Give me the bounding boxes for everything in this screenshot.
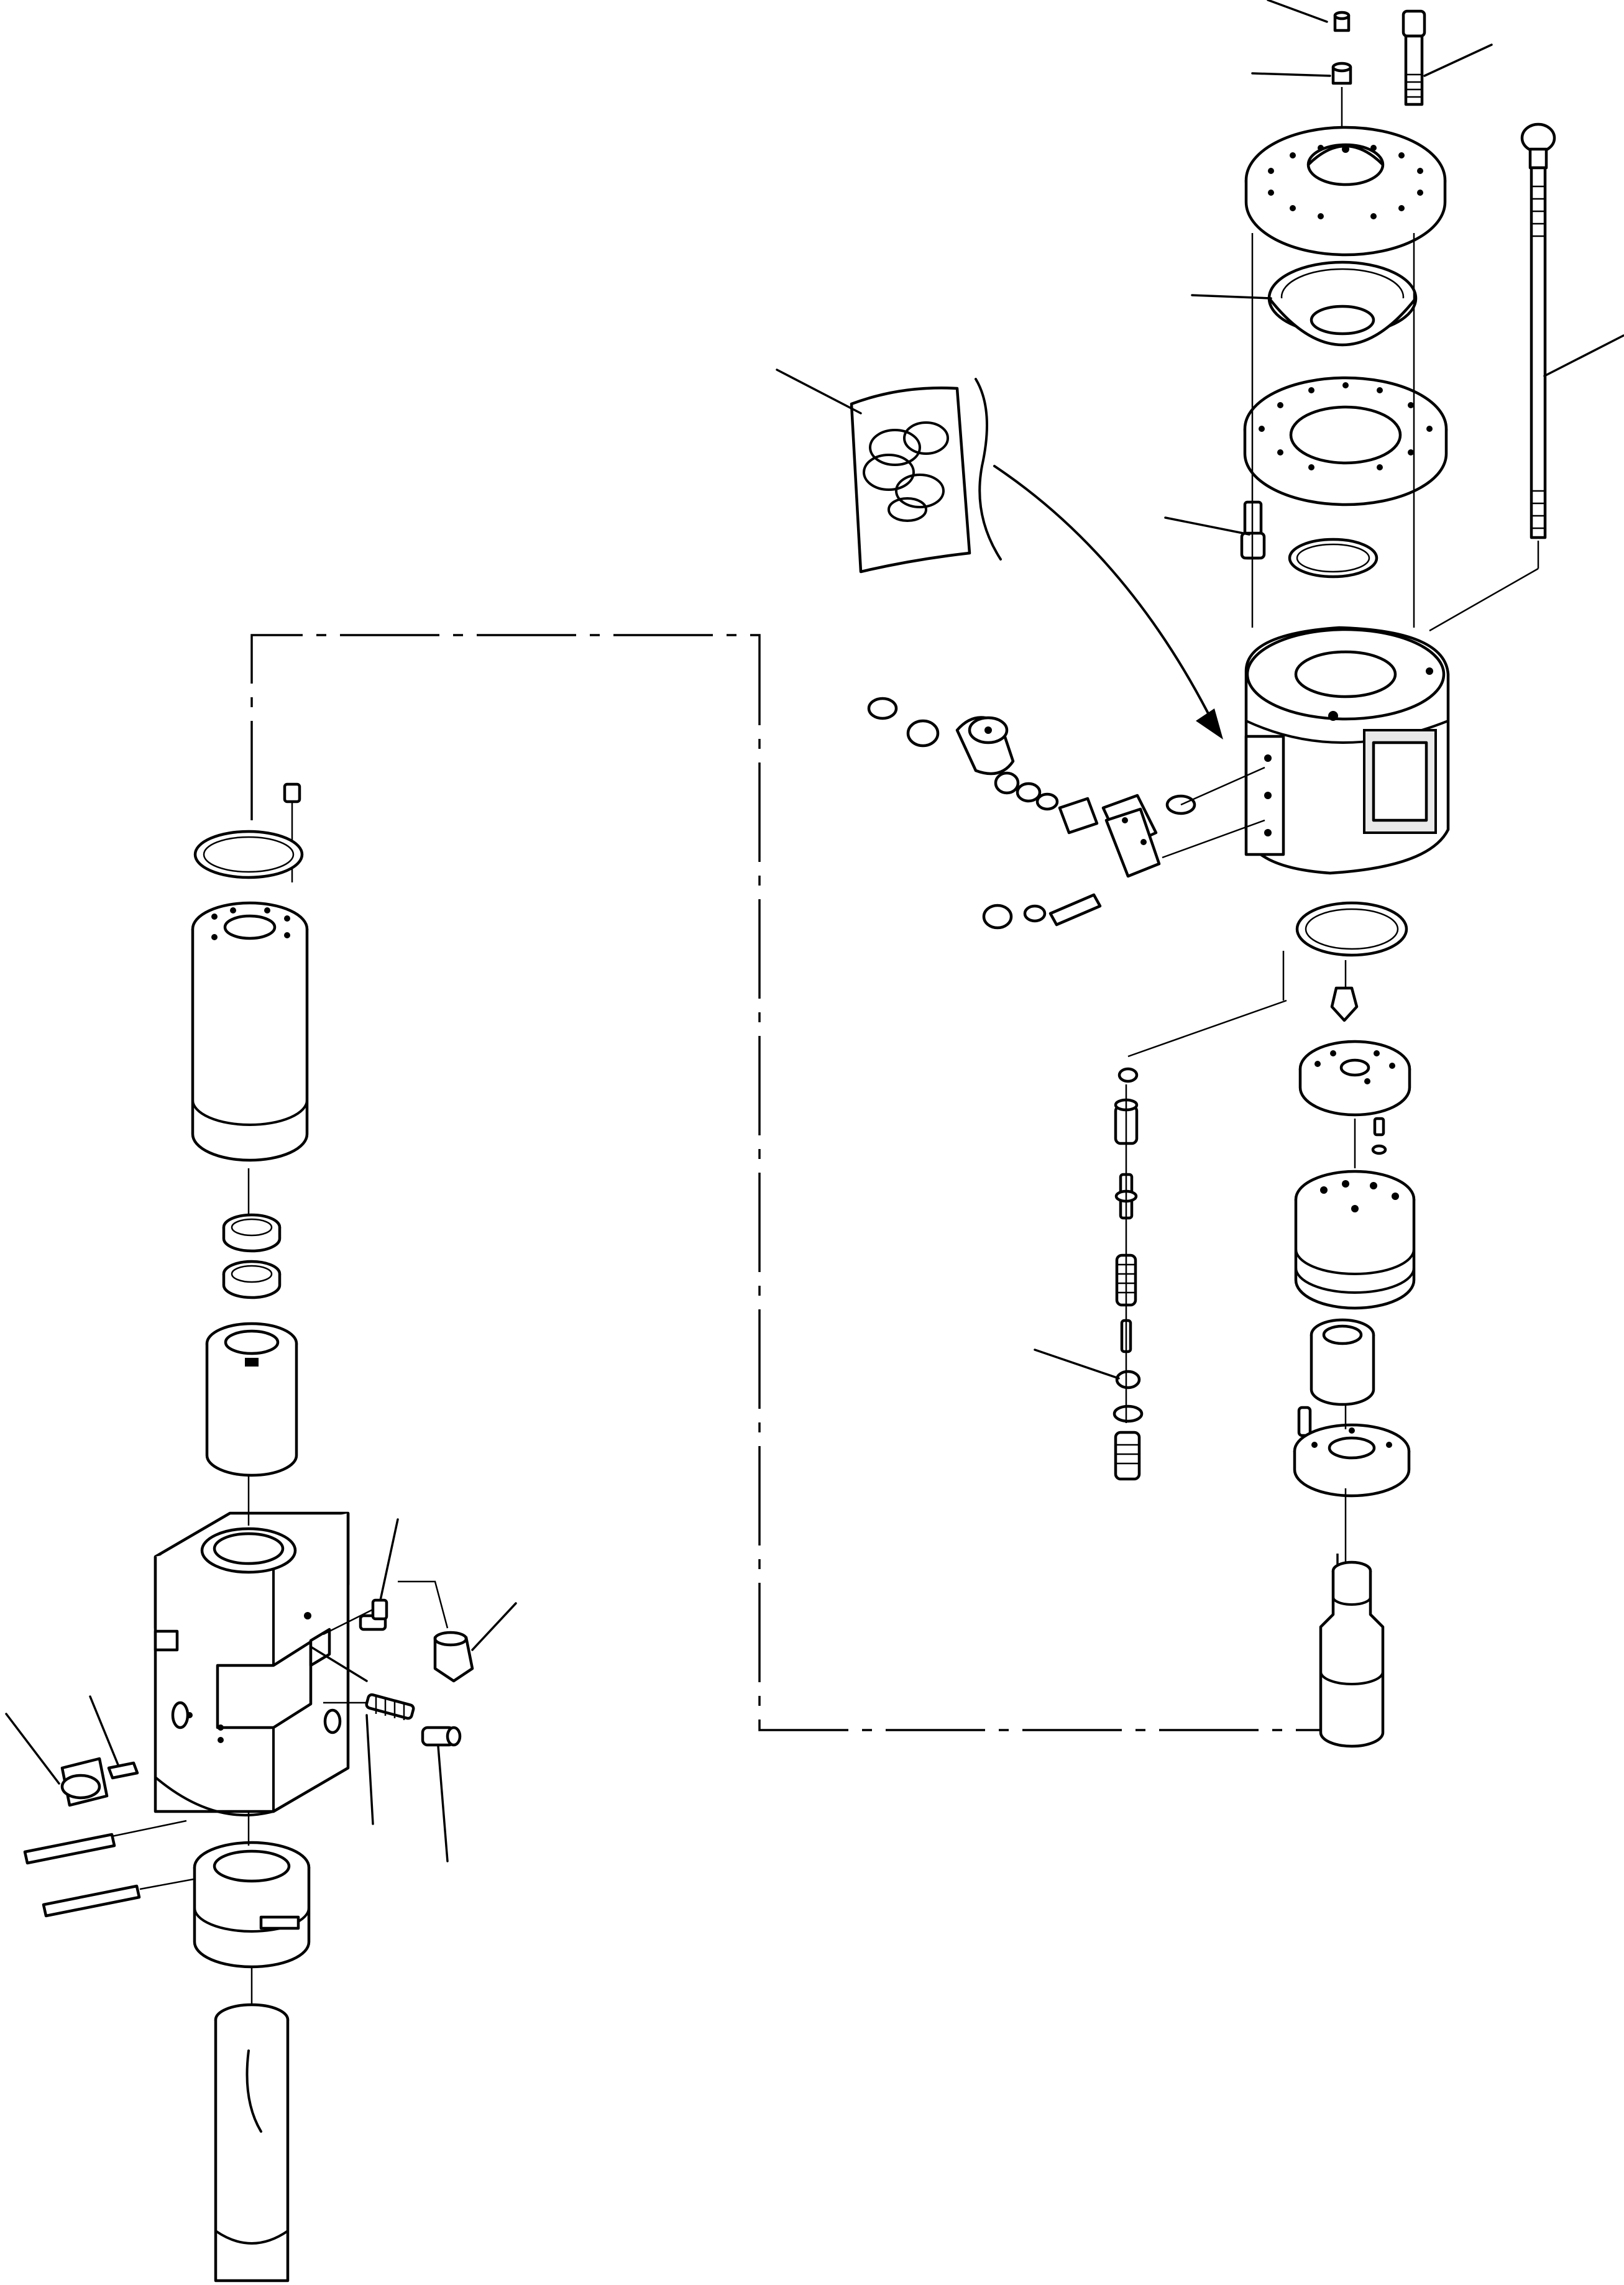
callout-leaders bbox=[5, 0, 1624, 1862]
pilot-o-ring-top bbox=[1117, 1067, 1139, 1083]
front-bushing bbox=[193, 1841, 311, 1969]
diaphragm bbox=[1267, 260, 1418, 347]
valve-poppet-top bbox=[1330, 986, 1359, 1022]
pilot-o-ring bbox=[1112, 1404, 1144, 1423]
assembly-centerlines bbox=[247, 233, 1539, 2004]
cylinder-sleeve bbox=[191, 901, 309, 1162]
cylinder-body bbox=[1244, 626, 1450, 875]
elbow-fitting bbox=[955, 716, 1015, 776]
pilot-washer bbox=[1115, 1370, 1141, 1390]
stop-pin-short bbox=[60, 1757, 109, 1807]
plug-fitting bbox=[433, 1631, 474, 1683]
seal-ring-b bbox=[222, 1260, 282, 1299]
valve-sleeve bbox=[1310, 1318, 1375, 1406]
front-head bbox=[154, 1511, 350, 1816]
tool-shank bbox=[214, 2003, 290, 2283]
seal-kit-bag bbox=[850, 378, 1002, 574]
valve-plate bbox=[1298, 1040, 1411, 1117]
accumulator-flange bbox=[1243, 376, 1448, 506]
retaining-pin-long-a bbox=[23, 1820, 187, 1865]
grease-nipple bbox=[359, 1598, 388, 1631]
top-bolt-small bbox=[1331, 11, 1352, 143]
piston bbox=[1319, 1560, 1385, 1748]
tie-rod bbox=[1520, 122, 1556, 569]
left-o-ring bbox=[193, 830, 304, 879]
valve-block bbox=[1101, 794, 1161, 878]
back-head-cover bbox=[1244, 126, 1447, 257]
bushing bbox=[205, 1322, 298, 1477]
o-ring-upper bbox=[1288, 538, 1379, 579]
valve-pin-small bbox=[1371, 1117, 1387, 1155]
pilot-plug bbox=[1114, 1431, 1141, 1481]
valve-body bbox=[1294, 1170, 1416, 1310]
block-screws bbox=[982, 893, 1102, 930]
top-screw bbox=[1402, 9, 1426, 106]
valve-dowel bbox=[1297, 1406, 1312, 1437]
o-ring-lower bbox=[1295, 901, 1408, 957]
spring-side bbox=[365, 1693, 415, 1720]
spring-pin bbox=[107, 1761, 139, 1780]
seal-ring-a bbox=[222, 1213, 282, 1253]
elbow-washers bbox=[867, 697, 1020, 795]
seal-kit-arrow bbox=[993, 465, 1223, 740]
side-plug bbox=[421, 1726, 462, 1747]
piston-guide bbox=[1293, 1423, 1411, 1498]
